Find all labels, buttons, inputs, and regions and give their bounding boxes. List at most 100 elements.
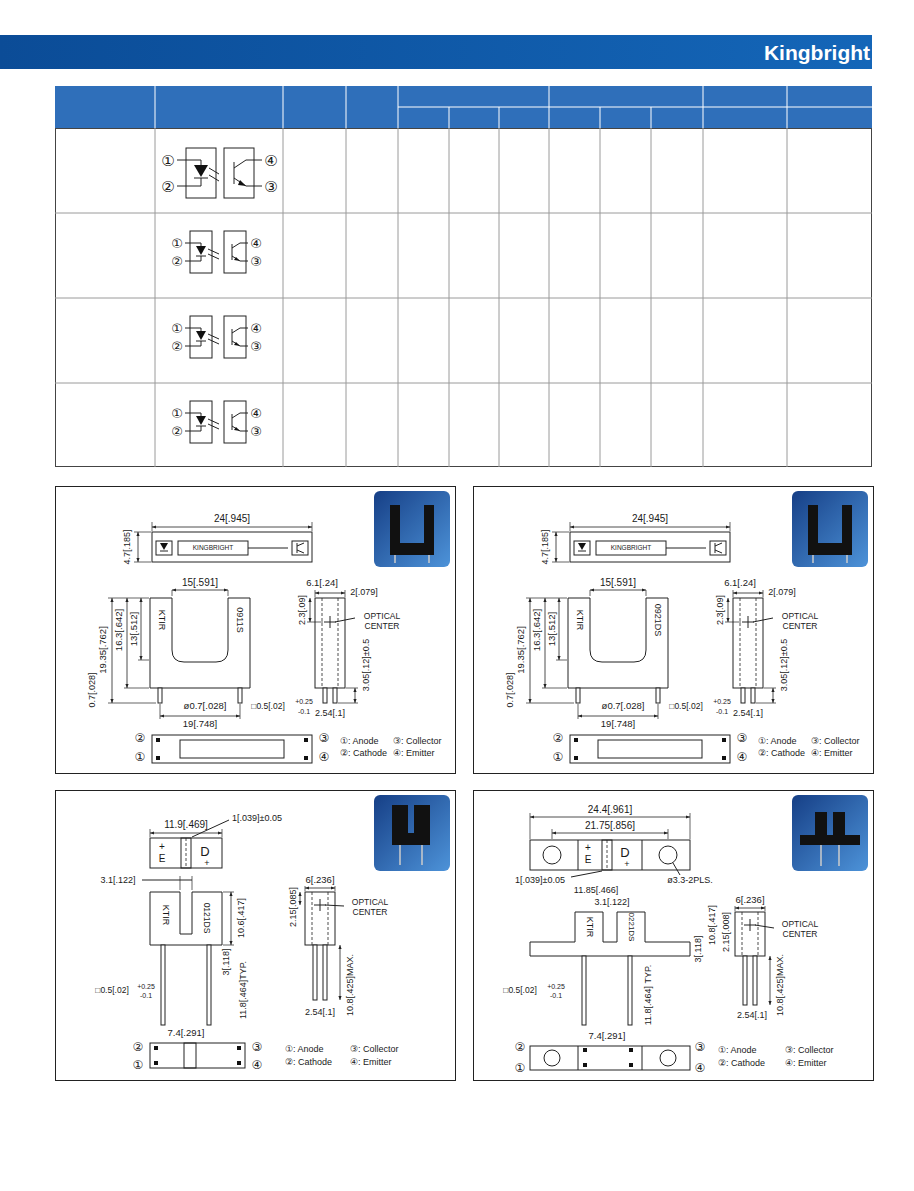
outline-drawing <box>152 527 312 528</box>
outline-drawing <box>56 791 456 1081</box>
outline-drawing <box>374 795 450 871</box>
slot-sensor-symbol <box>185 401 248 443</box>
drawing-label: 10.8[.417] <box>708 905 717 945</box>
outline-drawing <box>325 905 344 906</box>
pin-number: ① <box>161 153 174 168</box>
drawing-label: ③ <box>737 732 748 744</box>
drawing-label: ① <box>135 751 146 763</box>
spec-table <box>346 128 347 467</box>
drawing-label: ②: Cathode <box>340 749 387 758</box>
outline-drawing <box>134 562 151 563</box>
pin-number: ④ <box>250 407 262 420</box>
drawing-label: +0.25 <box>137 983 155 990</box>
outline-drawing <box>735 908 765 909</box>
outline-drawing <box>530 1046 690 1070</box>
spec-table <box>449 107 450 128</box>
drawing-label: ② <box>133 1041 144 1053</box>
outline-drawing <box>735 906 736 911</box>
drawing-label: ④: Emitter <box>785 1059 827 1068</box>
outline-drawing <box>150 833 222 834</box>
outline-drawing <box>335 886 336 891</box>
outline-drawing <box>152 532 312 562</box>
spec-table <box>55 213 872 214</box>
pin-number: ③ <box>250 425 262 438</box>
outline-drawing <box>112 598 113 703</box>
drawing-label: 24[.945] <box>214 514 250 524</box>
outline-drawing <box>642 840 643 870</box>
outline-drawing <box>602 840 612 870</box>
spec-table <box>651 107 652 128</box>
outline-drawing <box>192 876 193 890</box>
spec-table <box>600 128 601 467</box>
drawing-label: 3[.118] <box>694 936 703 963</box>
spec-table <box>55 86 872 128</box>
outline-drawing <box>160 551 168 552</box>
outline-drawing <box>335 618 355 622</box>
outline-drawing <box>160 716 240 717</box>
slot-sensor-symbol <box>185 231 248 273</box>
outline-drawing <box>744 919 756 931</box>
drawing-label: E <box>585 855 592 865</box>
outline-drawing <box>390 505 434 555</box>
drawing-label: ③ <box>252 1041 263 1053</box>
pin-number: ② <box>171 340 183 353</box>
outline-drawing <box>223 945 234 946</box>
outline-drawing <box>231 892 232 945</box>
outline-drawing <box>642 1046 643 1070</box>
drawing-label: D <box>200 845 209 858</box>
pin-number: ③ <box>250 340 262 353</box>
drawing-label: 2[.079] <box>350 588 378 597</box>
outline-drawing <box>578 840 579 870</box>
outline-drawing <box>142 880 192 881</box>
pin-number: ② <box>161 179 174 194</box>
drawing-label: 2.54[.1] <box>315 709 345 718</box>
outline-drawing <box>474 487 874 774</box>
drawing-label: 0221DS <box>627 913 635 942</box>
drawing-label: ④: Emitter <box>811 749 853 758</box>
slot-sensor-symbol <box>234 257 240 261</box>
drawing-label: ②: Cathode <box>285 1058 332 1067</box>
spec-table <box>449 128 450 467</box>
drawing-label: +0.25 <box>713 698 731 705</box>
drawing-label: ø3.3-2PLS. <box>667 876 713 885</box>
drawing-label: 0121DS <box>203 903 212 934</box>
outline-drawing <box>141 598 142 660</box>
slot-sensor-symbol <box>208 249 219 259</box>
drawing-label: + <box>624 860 629 869</box>
spec-table <box>55 383 872 384</box>
outline-drawing <box>134 532 151 533</box>
drawing-label: 0921DS <box>653 604 662 637</box>
drawing-label: -0.1 <box>716 708 728 715</box>
drawing-label: KINGBRIGHT <box>611 545 651 552</box>
outline-drawing <box>150 598 250 688</box>
outline-drawing <box>392 805 430 845</box>
drawing-label: 11.8[.464] TYP. <box>644 965 653 1026</box>
pin-number: ② <box>171 425 183 438</box>
outline-drawing <box>138 660 149 661</box>
drawing-label: + <box>204 859 209 868</box>
outline-drawing <box>237 1061 241 1065</box>
drawing-label: 10.8[.425]MAX. <box>776 954 785 1016</box>
optocoupler-symbol <box>186 148 216 198</box>
drawing-label: 10.6[.417] <box>237 898 246 938</box>
outline-drawing <box>338 598 339 688</box>
drawing-label: 15[.591] <box>600 578 636 588</box>
outline-drawing <box>821 845 839 866</box>
outline-drawing <box>156 756 160 760</box>
outline-drawing <box>160 543 168 550</box>
optocoupler-symbol <box>194 178 208 179</box>
outline-drawing <box>304 738 308 742</box>
outline-drawing <box>333 688 337 703</box>
outline-drawing <box>313 945 317 1000</box>
spec-table <box>787 128 788 467</box>
outline-drawing <box>150 838 222 868</box>
outline-drawing <box>180 740 284 758</box>
outline-drawing <box>56 487 456 774</box>
spec-table <box>55 298 872 299</box>
pin-number: ① <box>171 407 183 420</box>
slot-sensor-symbol <box>196 246 206 255</box>
outline-drawing <box>668 829 669 839</box>
drawing-label: 6.1[.24] <box>306 578 338 588</box>
drawing-label: ③ <box>319 732 330 744</box>
outline-drawing <box>56 487 456 774</box>
